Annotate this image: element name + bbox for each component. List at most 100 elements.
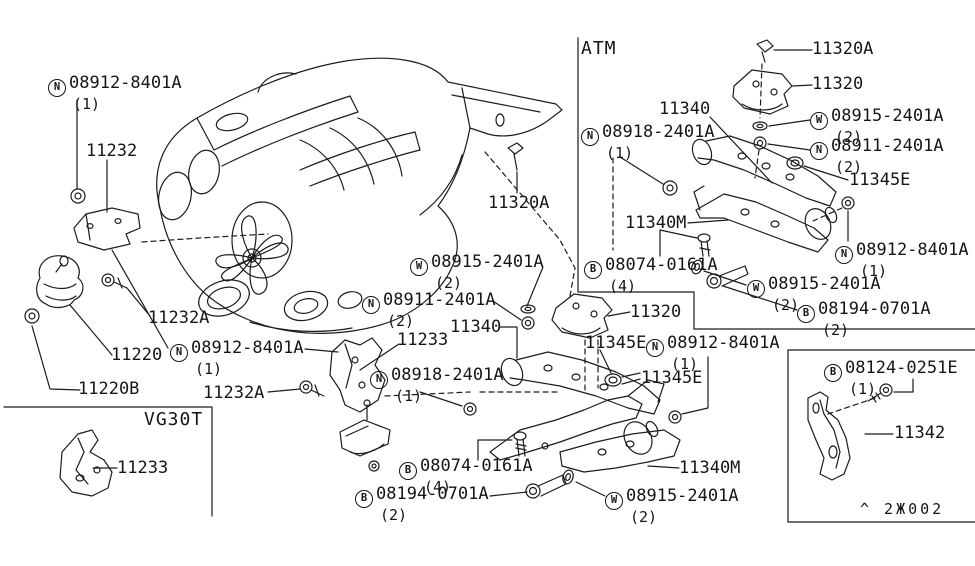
circle-B-icon: B (797, 304, 815, 323)
circle-N-icon: N (810, 141, 828, 160)
label-11320A: 11320A (488, 194, 549, 213)
part-number: 08915-2401A (626, 486, 739, 506)
circle-N-icon: N (370, 370, 388, 389)
circle-B-icon: B (584, 260, 602, 279)
label-11232: 11232 (86, 142, 137, 161)
circle-W-icon: W (810, 111, 828, 130)
part-number: 11342 (894, 423, 946, 443)
label-11233: 11233 (397, 331, 448, 350)
part-number: 11220 (111, 345, 163, 365)
label-11320A: 11320A (812, 40, 873, 59)
part-qty: (2) (435, 273, 463, 292)
circle-B-icon: B (824, 363, 842, 382)
part-qty: (1) (195, 359, 223, 378)
circle-N-icon: N (646, 338, 664, 357)
part-qty: (2) (772, 295, 800, 314)
part-number: 11232 (86, 141, 138, 161)
alignment-dashed-lines (141, 63, 876, 415)
label-11345E: 11345E (641, 369, 702, 388)
label-11345E: 11345E (849, 171, 910, 190)
part-qty: (1) (860, 261, 888, 280)
part-number: 11233 (397, 330, 449, 350)
label-11320: 11320 (812, 75, 863, 94)
part-number: 08915-2401A (831, 106, 944, 126)
label-11340: 11340 (450, 318, 501, 337)
bracket-11342-art (807, 383, 893, 481)
circle-N-icon: N (170, 343, 188, 362)
part-qty: (2) (630, 507, 658, 526)
section-boundaries (3, 37, 975, 523)
circle-N-icon: N (362, 295, 380, 314)
part-number: 11345E (641, 368, 703, 388)
section-label-vg30t: VG30T (144, 409, 204, 430)
circle-B-icon: B (399, 461, 417, 480)
part-number: 11220B (78, 379, 140, 399)
part-qty: (2) (835, 157, 863, 176)
leader-lines (31, 49, 914, 497)
part-qty: (2) (822, 320, 850, 339)
circle-W-icon: W (605, 491, 623, 510)
label-11340M: 11340M (679, 459, 740, 478)
part-number: 08074-0161A (605, 255, 718, 275)
label-11232A: 11232A (148, 309, 209, 328)
label-11340M: 11340M (625, 214, 686, 233)
diagram-footer-code: ^ 2Ж002 (860, 500, 945, 518)
part-qty: (2) (387, 311, 415, 330)
part-number: 08918-2401A (391, 365, 504, 385)
circle-N-icon: N (48, 78, 66, 97)
part-qty: (1) (395, 386, 423, 405)
part-number: 11233 (117, 458, 169, 478)
part-qty: (1) (606, 143, 634, 162)
part-number: 08912-8401A (191, 338, 304, 358)
circle-N-icon: N (581, 127, 599, 146)
label-11340: 11340 (659, 100, 710, 119)
part-number: 08194-0701A (376, 484, 489, 504)
circle-B-icon: B (355, 489, 373, 508)
part-qty: (1) (849, 379, 877, 398)
section-label-atm: ATM (581, 38, 617, 59)
part-qty: (1) (73, 94, 101, 113)
circle-W-icon: W (410, 257, 428, 276)
part-number: 11320A (488, 193, 550, 213)
part-number: 08915-2401A (768, 274, 881, 294)
part-number: 11232A (203, 383, 265, 403)
part-number: 11320 (812, 74, 864, 94)
part-number: 08912-8401A (856, 240, 969, 260)
part-number: 11345E (585, 333, 647, 353)
label-11220: 11220 (111, 346, 162, 365)
left-mount-parts (24, 188, 141, 324)
label-11232A: 11232A (203, 384, 264, 403)
vg30t-bracket-11233-art (59, 429, 113, 497)
part-number: 11232A (148, 308, 210, 328)
label-11220B: 11220B (78, 380, 139, 399)
label-11320: 11320 (630, 303, 681, 322)
label-11345E: 11345E (585, 334, 646, 353)
part-number: 08074-0161A (420, 456, 533, 476)
part-number: 08912-8401A (667, 333, 780, 353)
part-number: 08911-2401A (831, 136, 944, 156)
center-mount-parts (299, 293, 682, 499)
label-11233: 11233 (117, 459, 168, 478)
part-qty: (1) (671, 354, 699, 373)
part-number: 11345E (849, 170, 911, 190)
part-number: 08911-2401A (383, 290, 496, 310)
part-number: 08124-0251E (845, 358, 958, 378)
part-number: 11320A (812, 39, 874, 59)
part-qty: (2) (835, 127, 863, 146)
engine-block-art (156, 57, 563, 334)
